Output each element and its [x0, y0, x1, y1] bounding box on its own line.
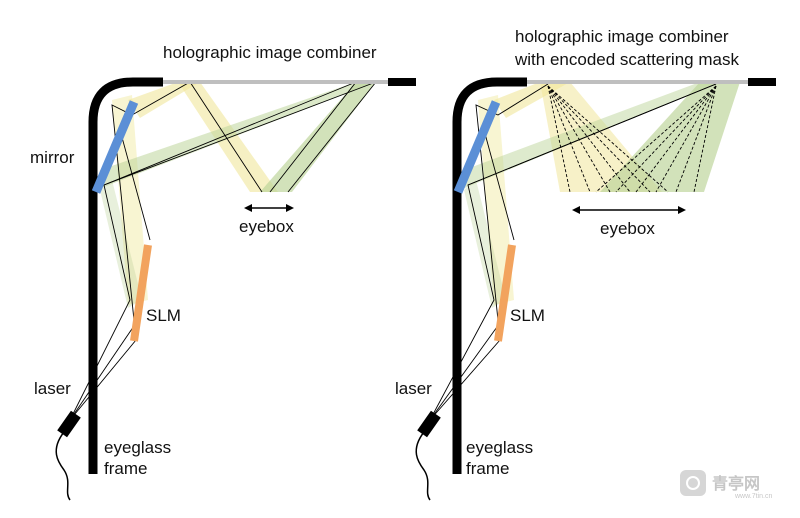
left-laser-label: laser — [34, 379, 71, 398]
right-combiner-label-line1: holographic image combiner — [515, 27, 729, 46]
left-slm — [130, 244, 152, 342]
left-combiner-label: holographic image combiner — [163, 43, 377, 62]
right-eyebox-label: eyebox — [600, 219, 655, 238]
right-frame-label-line1: eyeglass — [466, 438, 533, 457]
left-slm-label: SLM — [146, 306, 181, 325]
left-rays — [69, 80, 377, 421]
watermark-url: www.7tin.cn — [734, 493, 772, 500]
left-eyebox-label: eyebox — [239, 217, 294, 236]
right-yellow-beam-up — [478, 95, 514, 305]
left-green-beam-to-eyebox — [260, 82, 376, 192]
right-slm — [494, 244, 516, 342]
left-laser — [57, 410, 81, 438]
right-laser-cable — [415, 431, 431, 501]
right-combiner-end-cap — [748, 78, 776, 86]
right-scatter-fan-right — [595, 85, 717, 193]
left-green-beam-to-combiner — [96, 82, 376, 190]
right-scatter-fan-left — [547, 85, 669, 193]
left-panel: holographic image combiner mirror eyebox… — [30, 43, 416, 501]
right-combiner-label-line2: with encoded scattering mask — [514, 50, 739, 69]
left-yellow-beam-to-eyebox — [178, 82, 278, 192]
watermark-text: 青亭网 — [712, 474, 760, 493]
watermark: 青亭网 www.7tin.cn — [680, 470, 772, 500]
right-panel: holographic image combiner with encoded … — [395, 27, 776, 501]
left-combiner-end-cap — [388, 78, 416, 86]
left-eyebox-arrow — [244, 204, 294, 212]
watermark-logo-icon — [686, 476, 700, 490]
right-mirror — [453, 100, 501, 194]
right-slm-label: SLM — [510, 306, 545, 325]
left-eyeglass-frame — [88, 77, 163, 474]
left-yellow-beam-to-combiner — [128, 82, 200, 118]
right-eyebox-arrow — [572, 206, 686, 214]
right-laser-label: laser — [395, 379, 432, 398]
watermark-logo-box — [680, 470, 706, 496]
right-laser — [417, 410, 441, 438]
left-mirror — [91, 100, 139, 194]
left-frame-label-line2: frame — [104, 459, 147, 478]
right-eyeglass-frame — [452, 77, 527, 474]
left-mirror-label: mirror — [30, 148, 75, 167]
left-frame-label-line1: eyeglass — [104, 438, 171, 457]
left-yellow-beam-up — [112, 95, 148, 305]
right-green-fan — [600, 82, 740, 192]
left-laser-cable — [55, 431, 71, 501]
right-rays — [429, 83, 717, 421]
right-frame-label-line2: frame — [466, 459, 509, 478]
